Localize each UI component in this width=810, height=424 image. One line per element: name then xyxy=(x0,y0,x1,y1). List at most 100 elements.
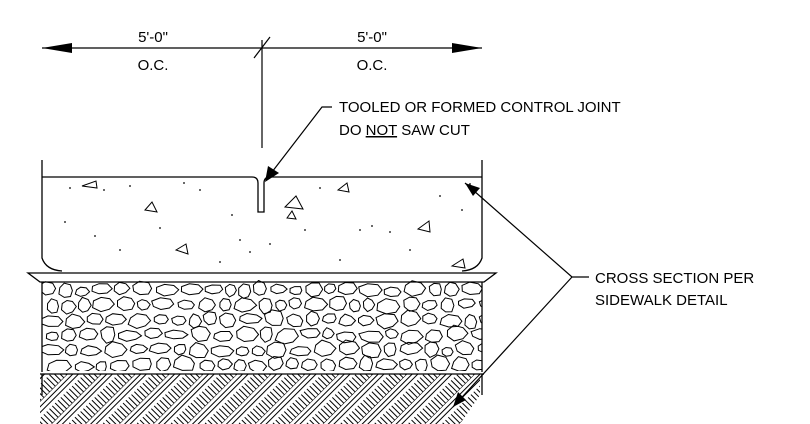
gravel-stone xyxy=(424,341,440,359)
gravel-stone xyxy=(443,281,460,297)
slab-top-with-control-joint xyxy=(42,176,482,213)
right-dimension-value: 5'-0" xyxy=(357,29,387,46)
gravel-stone xyxy=(104,341,128,359)
gravel-stone xyxy=(153,314,169,325)
section-leader xyxy=(452,182,589,408)
gravel-stone xyxy=(471,359,482,371)
gravel-stone xyxy=(202,311,218,326)
gravel-stone xyxy=(164,329,189,340)
gravel-stone xyxy=(375,313,399,330)
gravel-stone xyxy=(305,282,324,298)
gravel-stone xyxy=(439,313,463,328)
gravel-stone xyxy=(188,313,203,329)
gravel-stone xyxy=(274,328,300,345)
gravel-stone xyxy=(65,313,86,330)
gravel-stone xyxy=(213,331,234,342)
gravel-stone xyxy=(321,313,337,324)
gravel-stone xyxy=(306,310,320,327)
gravel-stone xyxy=(132,280,153,296)
gravel-stone xyxy=(400,329,424,345)
gravel-stone xyxy=(129,343,149,355)
gravel-stone xyxy=(338,339,361,356)
joint-leader-arrowhead xyxy=(265,166,279,182)
gravel-stone xyxy=(461,281,482,296)
gravel-stone xyxy=(446,324,469,342)
gravel-stone xyxy=(275,299,288,312)
gravel-base xyxy=(26,272,498,372)
gravel-stone xyxy=(77,296,92,313)
gravel-stone xyxy=(42,315,64,327)
gravel-stone xyxy=(403,296,421,312)
gravel-stone xyxy=(267,355,284,371)
gravel-stone xyxy=(79,345,103,357)
section-leader-arrow-bottom xyxy=(453,392,466,407)
gravel-stone xyxy=(78,327,99,341)
gravel-stones xyxy=(42,280,498,371)
gravel-stone xyxy=(113,281,131,296)
joint-leader xyxy=(265,106,332,182)
gravel-stone xyxy=(252,280,267,296)
gravel-stone xyxy=(105,313,127,326)
gravel-stone xyxy=(428,282,442,297)
gravel-stone xyxy=(74,286,91,297)
gravel-stone xyxy=(46,359,73,371)
gravel-stone xyxy=(358,330,384,343)
gravel-top-edge xyxy=(26,272,498,283)
gravel-stone xyxy=(210,345,235,358)
gravel-stone xyxy=(219,298,232,312)
gravel-stone xyxy=(454,340,475,356)
gravel-stone xyxy=(251,345,266,357)
gravel-stone xyxy=(361,342,382,359)
gravel-stone xyxy=(376,298,401,315)
gravel-stone xyxy=(329,295,348,312)
gravel-stone xyxy=(148,342,172,355)
gravel-stone xyxy=(42,343,65,356)
gravel-stone xyxy=(95,361,107,371)
gravel-stone xyxy=(313,339,337,357)
gravel-stone xyxy=(383,286,402,298)
gravel-stone xyxy=(247,359,268,371)
left-arrowhead xyxy=(42,43,72,53)
gravel-stone xyxy=(64,343,79,357)
gravel-stone xyxy=(338,313,357,327)
gravel-stone xyxy=(151,297,175,311)
gravel-stone xyxy=(266,341,287,359)
gravel-stone xyxy=(58,282,73,298)
joint-note-suffix: SAW CUT xyxy=(397,122,470,139)
gravel-stone xyxy=(233,297,258,313)
gravel-stone xyxy=(304,296,329,312)
joint-note-underlined: NOT xyxy=(366,122,398,139)
gravel-stone xyxy=(464,313,478,330)
gravel-stone xyxy=(414,358,428,371)
gravel-stone xyxy=(172,354,195,371)
gravel-stone xyxy=(86,312,104,325)
gravel-stone xyxy=(92,296,115,313)
gravel-stone xyxy=(320,358,337,371)
gravel-stone xyxy=(299,328,321,339)
gravel-stone xyxy=(74,361,96,371)
left-dimension-sub: O.C. xyxy=(138,57,169,74)
gravel-stone xyxy=(487,283,498,296)
gravel-stone xyxy=(424,329,443,343)
gravel-stone xyxy=(286,313,304,328)
gravel-stone xyxy=(46,298,60,314)
gravel-stone xyxy=(421,300,438,312)
gravel-stone xyxy=(173,343,187,356)
subgrade xyxy=(40,373,484,424)
gravel-stone xyxy=(403,280,427,297)
section-leader-arrow-top xyxy=(465,183,480,196)
gravel-stone xyxy=(258,297,273,315)
concrete-aggregate xyxy=(81,180,466,269)
gravel-stone xyxy=(478,300,482,308)
gravel-stone xyxy=(198,297,216,313)
center-tick-mark xyxy=(253,36,271,59)
gravel-stone xyxy=(399,358,414,371)
gravel-stone xyxy=(400,309,422,327)
gravel-stone xyxy=(288,297,303,310)
gravel-stone xyxy=(422,312,438,325)
gravel-stone xyxy=(285,357,300,370)
gravel-stone xyxy=(362,297,376,313)
gravel-stone xyxy=(233,359,247,371)
gravel-stone xyxy=(204,284,224,295)
